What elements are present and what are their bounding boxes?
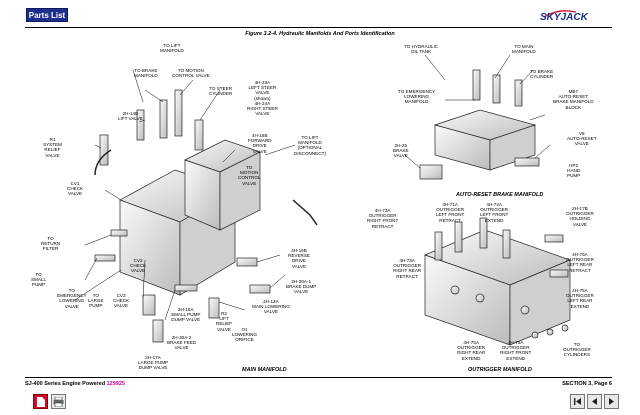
label-system-relief: R1 SYSTEM RELIEF VALVE <box>43 137 62 158</box>
label-auto-reset-block: MB7 AUTO-RESET BRAKE MANIFOLD BLOCK <box>553 89 594 110</box>
label-brake-feed: 2H-30A-2 BRAKE FEED VALVE <box>167 335 197 351</box>
label-to-lift-manifold: TO LIFT MANIFOLD <box>160 43 184 54</box>
label-r2-lift-relief: R2 LIFT RELIEF VALVE <box>216 311 233 332</box>
label-to-small-pump: TO SMALL PUMP <box>31 272 47 288</box>
label-or-left-front-extend: 4H-74A OUTRIGGER LEFT FRONT EXTEND <box>480 202 509 223</box>
label-forward-drive: 4H-16B FORWARD DRIVE VALVE <box>248 133 272 154</box>
label-to-motion-control-valve: TO MOTION CONTROL VALVE <box>172 68 210 79</box>
label-or-right-rear-retract: 4H-73A OUTRIGGER RIGHT REAR RETRACT <box>393 258 422 279</box>
label-or-right-front-retract: 4H-73A OUTRIGGER RIGHT FRONT RETRACT <box>367 208 399 229</box>
label-to-brake-manifold: TO BRAKE MANIFOLD <box>134 68 158 79</box>
outrigger-drawing <box>424 217 571 346</box>
leader-lines <box>74 54 551 321</box>
auto-reset-drawing <box>419 69 540 180</box>
label-main-lowering: 2H-13A MAIN LOWERING VALVE <box>252 299 290 315</box>
label-to-brake-cylinder: TO BRAKE CYLINDER <box>530 69 554 80</box>
label-o1-lowering-orifice: O1 LOWERING ORIFICE <box>232 327 258 343</box>
footer-rule <box>25 377 612 378</box>
label-cv3: CV3 CHECK VALVE <box>113 293 130 309</box>
label-steer-valve: 4H-23A LEFT STEER VALVE (shown) 4H-24A R… <box>247 80 278 117</box>
label-or-right-front-extend: 4H-76A OUTRIGGER RIGHT FRONT EXTEND <box>500 340 532 361</box>
bottom-toolbar <box>0 389 640 415</box>
next-page-icon[interactable] <box>604 394 619 409</box>
label-emergency-lowering: TO EMERGENCY LOWERING VALVE <box>57 288 87 309</box>
label-to-return-filter: TO RETURN FILTER <box>41 236 61 252</box>
logo-text: SKYJACK <box>540 12 589 22</box>
label-cv2: CV2 CHECK VALVE <box>130 258 147 274</box>
label-or-holding-valve: 2H-17B OUTRIGGER HOLDING VALVE <box>566 206 594 227</box>
figure-title: Figure 3.2-4. Hydraulic Manifolds And Po… <box>245 31 395 37</box>
label-to-oil-tank: TO HYDRAULIC OIL TANK <box>404 44 439 55</box>
label-hp2-hand-pump: HP2 HAND PUMP <box>567 163 581 179</box>
top-bar: Parts List SKYJACK <box>0 0 640 26</box>
footer-section: SECTION 3, Page 6 <box>562 381 612 387</box>
part-number: 129925 <box>106 381 125 387</box>
label-to-main-manifold: TO MAIN MANIFOLD <box>512 44 536 55</box>
label-to-steer-cylinder: TO STEER CYLINDER <box>209 86 233 97</box>
section-auto-reset: AUTO-RESET BRAKE MANIFOLD <box>456 192 544 198</box>
label-or-left-front-retract: 4H-71A OUTRIGGER LEFT FRONT RETRACT <box>436 202 465 223</box>
label-or-right-rear-extend: 4H-75A OUTRIGGER RIGHT REAR EXTEND <box>457 340 486 361</box>
label-brake-dump: 2H-30A-1 BRAKE DUMP VALVE <box>286 279 317 295</box>
main-manifold-drawing <box>94 89 318 343</box>
label-or-left-rear-extend: 4H-75A OUTRIGGER LEFT REAR EXTEND <box>566 288 594 309</box>
label-small-pump-dump: 2H-18A SMALL PUMP DUMP VALVE <box>171 307 201 323</box>
label-to-lift-manifold-optional: TO LIFT MANIFOLD (OPTIONAL DISCONNECT) <box>294 135 326 156</box>
label-brake-valve: 2H-25 BRAKE VALVE <box>393 143 409 159</box>
label-large-pump-dump: 2H-17A LARGE PUMP DUMP VALVE <box>138 355 169 371</box>
parts-list-button[interactable]: Parts List <box>26 8 68 22</box>
section-outrigger: OUTRIGGER MANIFOLD <box>468 367 532 373</box>
footer-model: SJ-400 Series Engine Powered 129925 <box>25 381 125 387</box>
label-cv1: CV1 CHECK VALVE <box>67 181 84 197</box>
label-v8-auto-reset: V8 AUTO-RESET VALVE <box>567 131 597 147</box>
label-to-motion-control-valve-2: TO MOTION CONTROL VALVE <box>238 165 261 186</box>
label-to-emergency-lowering-manifold: TO EMERGENCY LOWERING MANIFOLD <box>398 89 436 105</box>
label-to-large-pump: TO LARGE PUMP <box>88 293 104 309</box>
model-text: SJ-400 Series Engine Powered <box>25 381 106 387</box>
section-main-manifold: MAIN MANIFOLD <box>242 367 287 373</box>
label-reverse-drive: 4H-16B REVERSE DRIVE VALVE <box>288 248 310 269</box>
label-or-left-rear-retract: 4H-76A OUTRIGGER LEFT REAR RETRACT <box>566 252 594 273</box>
first-page-icon[interactable] <box>570 394 585 409</box>
header-rule <box>25 27 612 28</box>
pdf-icon[interactable] <box>33 394 48 409</box>
print-icon[interactable] <box>51 394 66 409</box>
prev-page-icon[interactable] <box>587 394 602 409</box>
label-lift-valve: 2H-14B LIFT VALVE <box>118 111 143 122</box>
skyjack-logo: SKYJACK <box>540 10 589 22</box>
label-outrigger-cylinders: TO OUTRIGGER CYLINDERS <box>563 342 591 358</box>
hydraulic-diagram <box>74 54 571 346</box>
